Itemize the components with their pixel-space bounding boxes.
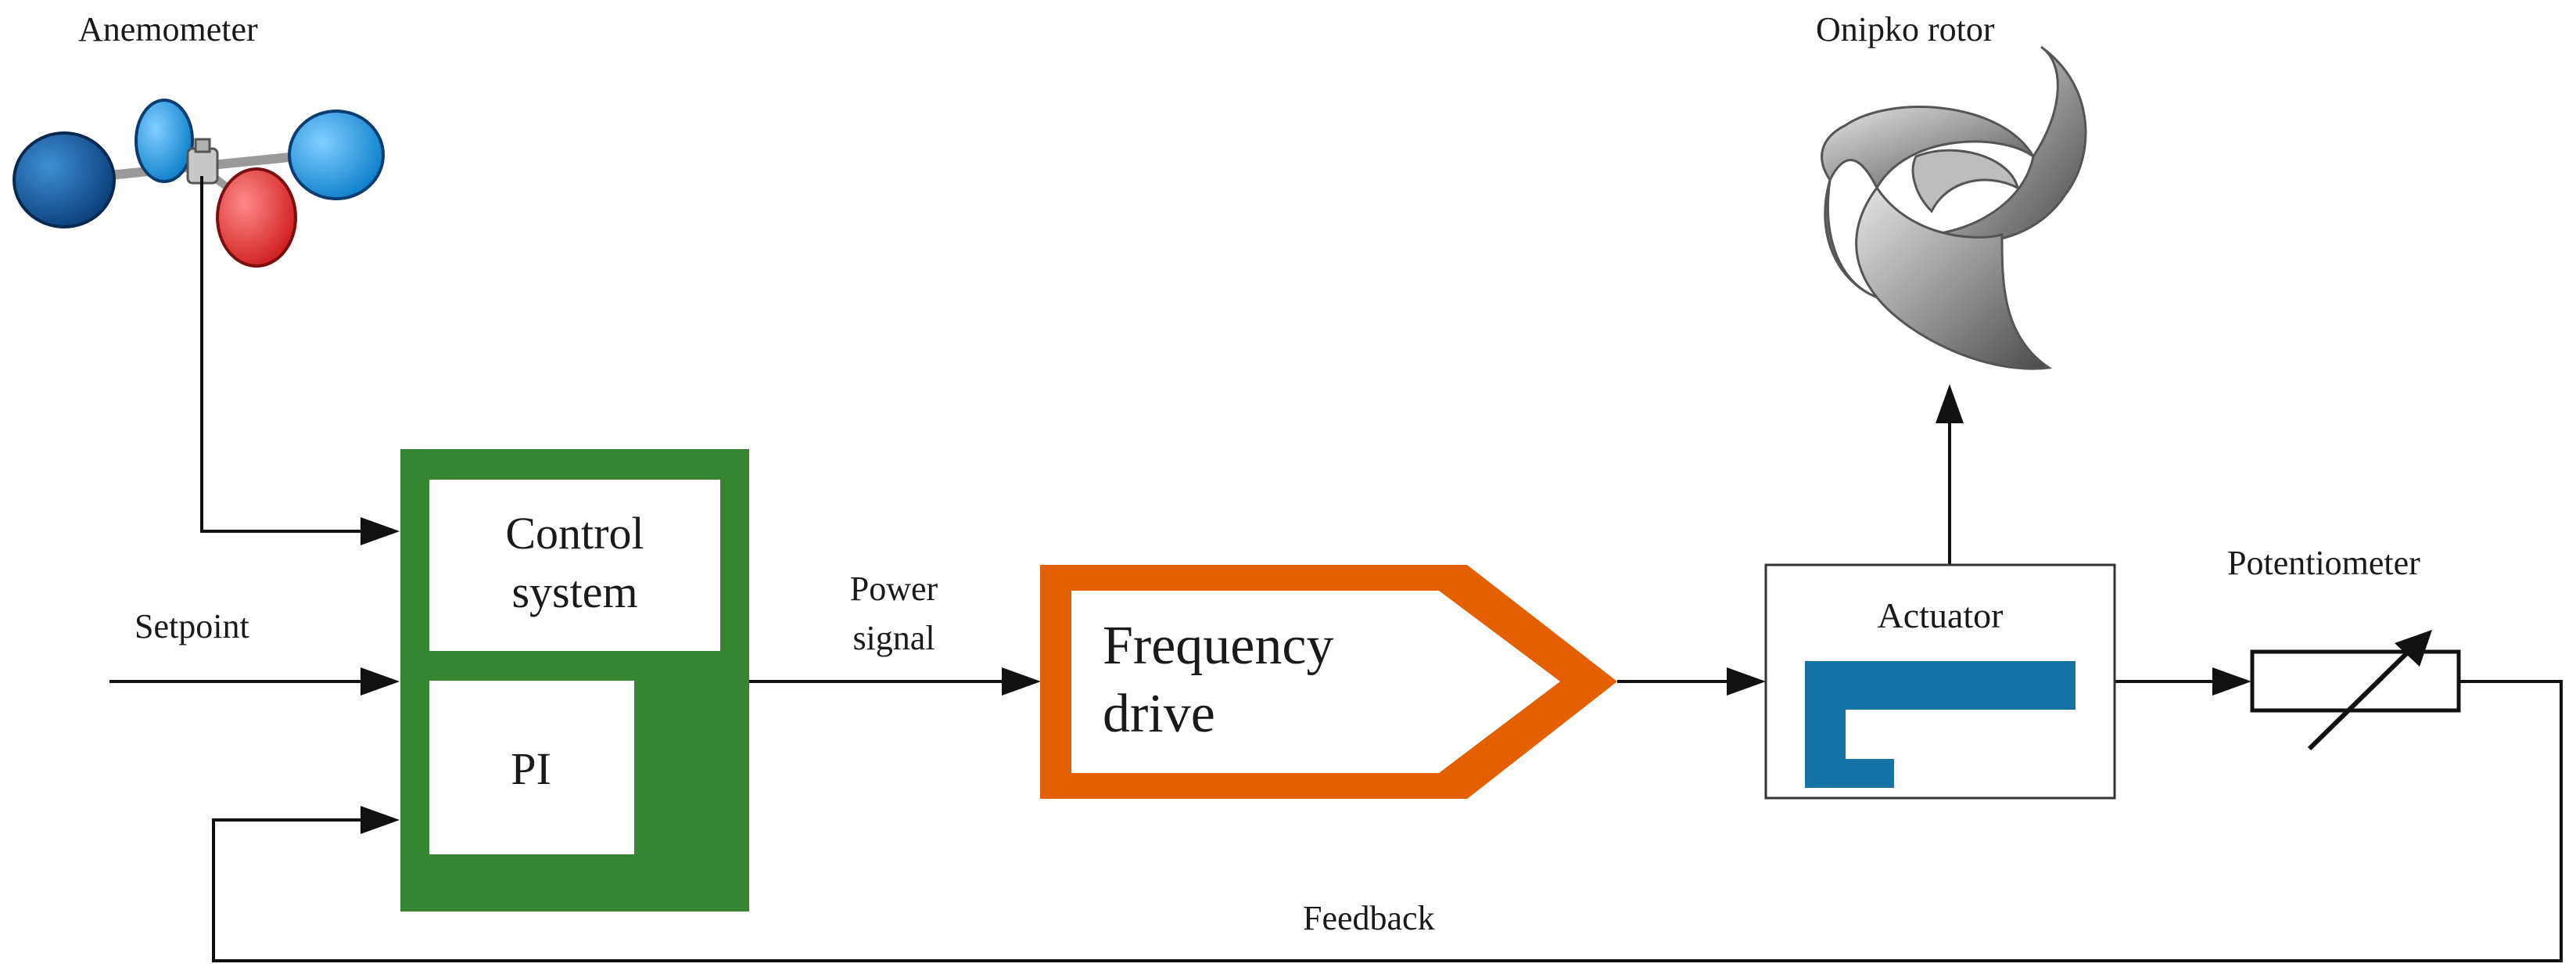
onipko-rotor-icon (1821, 45, 2087, 370)
power-signal-label-line2: signal (852, 619, 935, 657)
frequency-drive-label-line1: Frequency (1103, 616, 1333, 676)
pi-label: PI (511, 743, 551, 794)
actuator-label: Actuator (1878, 595, 2004, 635)
anemometer-icon (13, 99, 385, 268)
potentiometer-label: Potentiometer (2227, 544, 2420, 582)
control-system-block: Control system PI (400, 449, 749, 911)
frequency-drive-label-line2: drive (1103, 684, 1215, 744)
actuator-block: Actuator (1764, 563, 2116, 800)
control-system-box (429, 480, 720, 651)
onipko-rotor-label: Onipko rotor (1816, 10, 1995, 49)
control-system-label-line1: Control (505, 508, 644, 559)
anemometer-label: Anemometer (78, 10, 258, 49)
setpoint-label: Setpoint (135, 607, 249, 645)
variable-resistor-icon (2250, 630, 2461, 751)
anemometer-wire (200, 176, 400, 545)
feedback-label: Feedback (1303, 899, 1435, 937)
pi-box (429, 681, 634, 854)
feedback-wire (212, 680, 2563, 962)
actuator-part-icon (1805, 661, 2076, 788)
frequency-drive-block: Frequency drive (1040, 565, 1617, 799)
power-signal-label-line1: Power (850, 570, 938, 608)
control-system-label-line2: system (511, 566, 637, 617)
